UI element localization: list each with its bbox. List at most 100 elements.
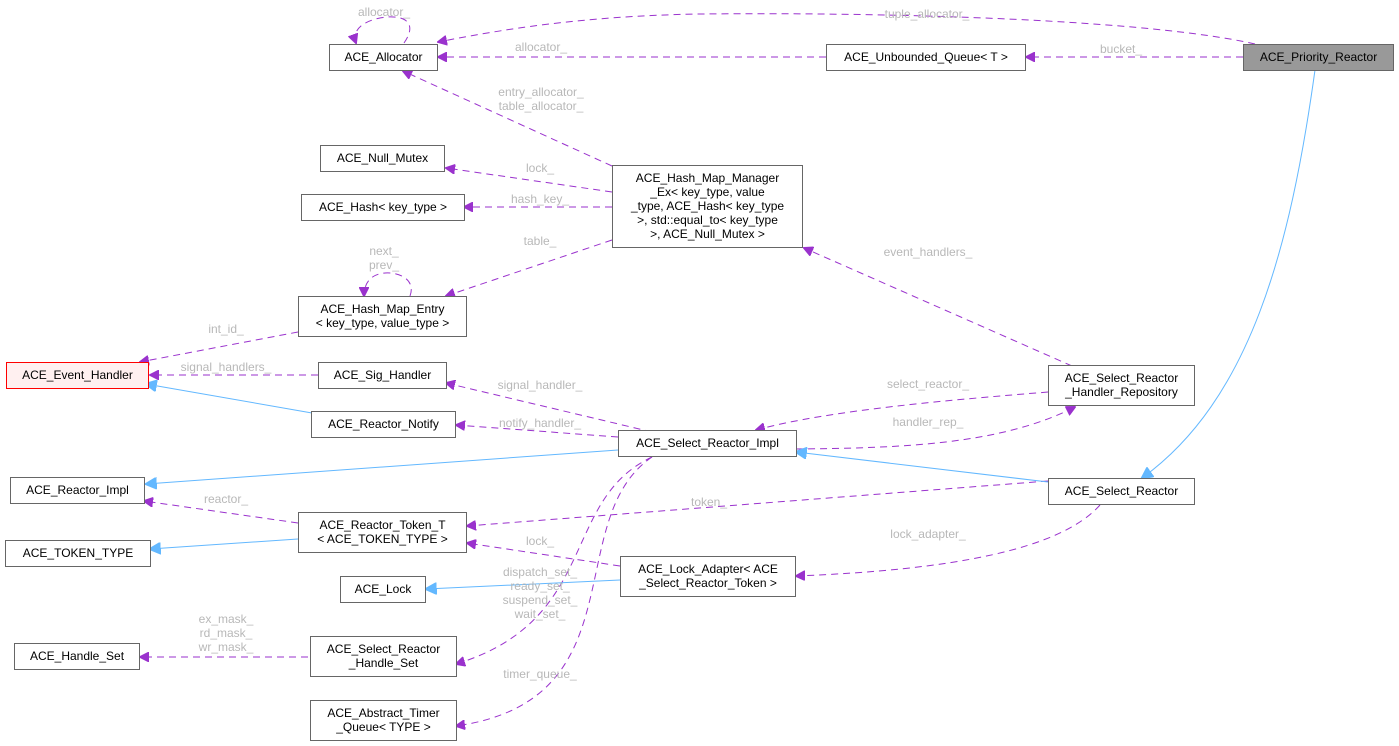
node-label: ACE_Select_Reactor_Impl	[636, 436, 779, 450]
node-box[interactable]	[1243, 44, 1394, 71]
node-box[interactable]	[620, 556, 796, 597]
node-box[interactable]	[340, 576, 426, 603]
edge-inherit-priority-select	[1142, 69, 1316, 478]
node-select-reactor-impl[interactable]: ACE_Select_Reactor_Impl	[618, 430, 797, 457]
node-label: < ACE_TOKEN_TYPE >	[317, 532, 448, 546]
node-sig-handler[interactable]: ACE_Sig_Handler	[318, 362, 447, 389]
node-box[interactable]	[329, 44, 438, 71]
edge-select-reactor	[756, 391, 1049, 430]
node-reactor-impl[interactable]: ACE_Reactor_Impl	[10, 477, 145, 504]
edge-entry-table-allocator	[403, 71, 613, 167]
node-priority-reactor[interactable]: ACE_Priority_Reactor	[1243, 44, 1394, 71]
node-label: ACE_Select_Reactor	[327, 642, 440, 656]
node-label: ACE_Priority_Reactor	[1260, 50, 1377, 64]
node-label: ACE_Select_Reactor	[1065, 484, 1178, 498]
node-label: ACE_Hash< key_type >	[319, 200, 447, 214]
nodes: ACE_Priority_Reactor ACE_Allocator ACE_Unb…	[5, 44, 1394, 741]
edge-inherit-token-type	[150, 538, 299, 549]
edge-label-hash-key: hash_key_	[511, 192, 569, 206]
node-lock-adapter[interactable]: ACE_Lock_Adapter< ACE_Select_Reactor_Tok…	[620, 556, 796, 597]
edge-lock-adapter	[796, 504, 1101, 576]
node-box[interactable]	[6, 362, 149, 389]
node-select-reactor[interactable]: ACE_Select_Reactor	[1048, 478, 1195, 505]
node-box[interactable]	[311, 411, 456, 438]
node-null-mutex[interactable]: ACE_Null_Mutex	[320, 145, 445, 172]
edge-label-bucket: bucket_	[1100, 42, 1142, 56]
node-label: ACE_Lock	[355, 582, 413, 596]
node-box[interactable]	[310, 636, 457, 677]
edge-inherit-adapter-lock	[426, 579, 621, 589]
node-label: ACE_Hash_Map_Manager	[636, 171, 779, 185]
edge-label-allocator: allocator_	[515, 40, 567, 54]
edge-inherit-select-impl	[796, 452, 1049, 483]
node-timer-queue[interactable]: ACE_Abstract_Timer_Queue< TYPE >	[310, 700, 457, 741]
node-label: ACE_Reactor_Token_T	[319, 518, 446, 532]
node-hash-map-entry[interactable]: ACE_Hash_Map_Entry< key_type, value_type…	[298, 296, 467, 337]
node-hash-map-manager[interactable]: ACE_Hash_Map_Manager_Ex< key_type, value…	[612, 165, 803, 248]
edge-label-allocator-self: allocator_	[358, 5, 410, 19]
node-label: _Handler_Repository	[1064, 385, 1178, 399]
node-label: ACE_Allocator	[344, 50, 422, 64]
node-label: _Queue< TYPE >	[335, 720, 431, 734]
node-reactor-token[interactable]: ACE_Reactor_Token_T< ACE_TOKEN_TYPE >	[298, 512, 467, 553]
edge-label-event-handlers: event_handlers_	[884, 245, 973, 259]
edge-label-signal-handler: signal_handler_	[498, 378, 583, 392]
edge-lock-token	[467, 543, 621, 567]
edge-label-sets: suspend_set_	[503, 593, 578, 607]
edge-label-token: token_	[691, 495, 727, 509]
node-box[interactable]	[612, 165, 803, 248]
edge-reactor	[144, 501, 299, 524]
node-box[interactable]	[320, 145, 445, 172]
node-select-handle-set[interactable]: ACE_Select_Reactor_Handle_Set	[310, 636, 457, 677]
node-label: ACE_Null_Mutex	[337, 151, 428, 165]
node-box[interactable]	[1048, 365, 1195, 406]
edge-label-lock-mutex: lock_	[526, 161, 554, 175]
edge-label-sets: wait_set_	[514, 607, 566, 621]
node-box[interactable]	[14, 643, 140, 670]
edge-tuple-allocator	[438, 13, 1256, 44]
edge-label-masks: rd_mask_	[200, 626, 253, 640]
node-event-handler[interactable]: ACE_Event_Handler	[6, 362, 149, 389]
node-box[interactable]	[298, 296, 467, 337]
node-reactor-notify[interactable]: ACE_Reactor_Notify	[311, 411, 456, 438]
edge-sets	[456, 456, 653, 664]
edge-label-signal-handlers: signal_handlers_	[181, 360, 272, 374]
edge-timer-queue	[456, 456, 653, 726]
edge-label-tuple-allocator: tuple_allocator_	[885, 7, 970, 21]
node-label: ACE_Unbounded_Queue< T >	[844, 50, 1008, 64]
node-box[interactable]	[310, 700, 457, 741]
node-unbounded-queue[interactable]: ACE_Unbounded_Queue< T >	[826, 44, 1026, 71]
edge-label-timer-queue: timer_queue_	[503, 667, 577, 681]
node-box[interactable]	[301, 194, 465, 221]
node-lock[interactable]: ACE_Lock	[340, 576, 426, 603]
edge-label-table: table_	[524, 234, 557, 248]
edge-label-lock-token: lock_	[526, 534, 554, 548]
edge-notify-handler	[456, 425, 619, 438]
node-box[interactable]	[618, 430, 797, 457]
node-label: ACE_TOKEN_TYPE	[23, 546, 133, 560]
node-label: >, std::equal_to< key_type	[637, 213, 778, 227]
node-box[interactable]	[5, 540, 151, 567]
node-token-type[interactable]: ACE_TOKEN_TYPE	[5, 540, 151, 567]
edge-int-id	[140, 331, 299, 362]
node-handler-repository[interactable]: ACE_Select_Reactor_Handler_Repository	[1048, 365, 1195, 406]
node-handle-set[interactable]: ACE_Handle_Set	[14, 643, 140, 670]
edge-label-handler-rep: handler_rep_	[893, 415, 964, 429]
node-label: ACE_Select_Reactor	[1065, 371, 1178, 385]
edge-table	[446, 239, 613, 296]
node-hash[interactable]: ACE_Hash< key_type >	[301, 194, 465, 221]
edge-handler-rep	[795, 407, 1075, 450]
node-box[interactable]	[10, 477, 145, 504]
node-allocator[interactable]: ACE_Allocator	[329, 44, 438, 71]
node-box[interactable]	[1048, 478, 1195, 505]
node-label: ACE_Abstract_Timer	[327, 706, 439, 720]
node-box[interactable]	[298, 512, 467, 553]
edges	[140, 13, 1316, 726]
node-box[interactable]	[318, 362, 447, 389]
node-box[interactable]	[826, 44, 1026, 71]
node-label: _Ex< key_type, value	[649, 185, 765, 199]
node-label: ACE_Reactor_Impl	[26, 483, 129, 497]
edge-labels: allocator_tuple_allocator_allocator_buck…	[181, 5, 1143, 681]
node-label: ACE_Lock_Adapter< ACE	[638, 562, 778, 576]
